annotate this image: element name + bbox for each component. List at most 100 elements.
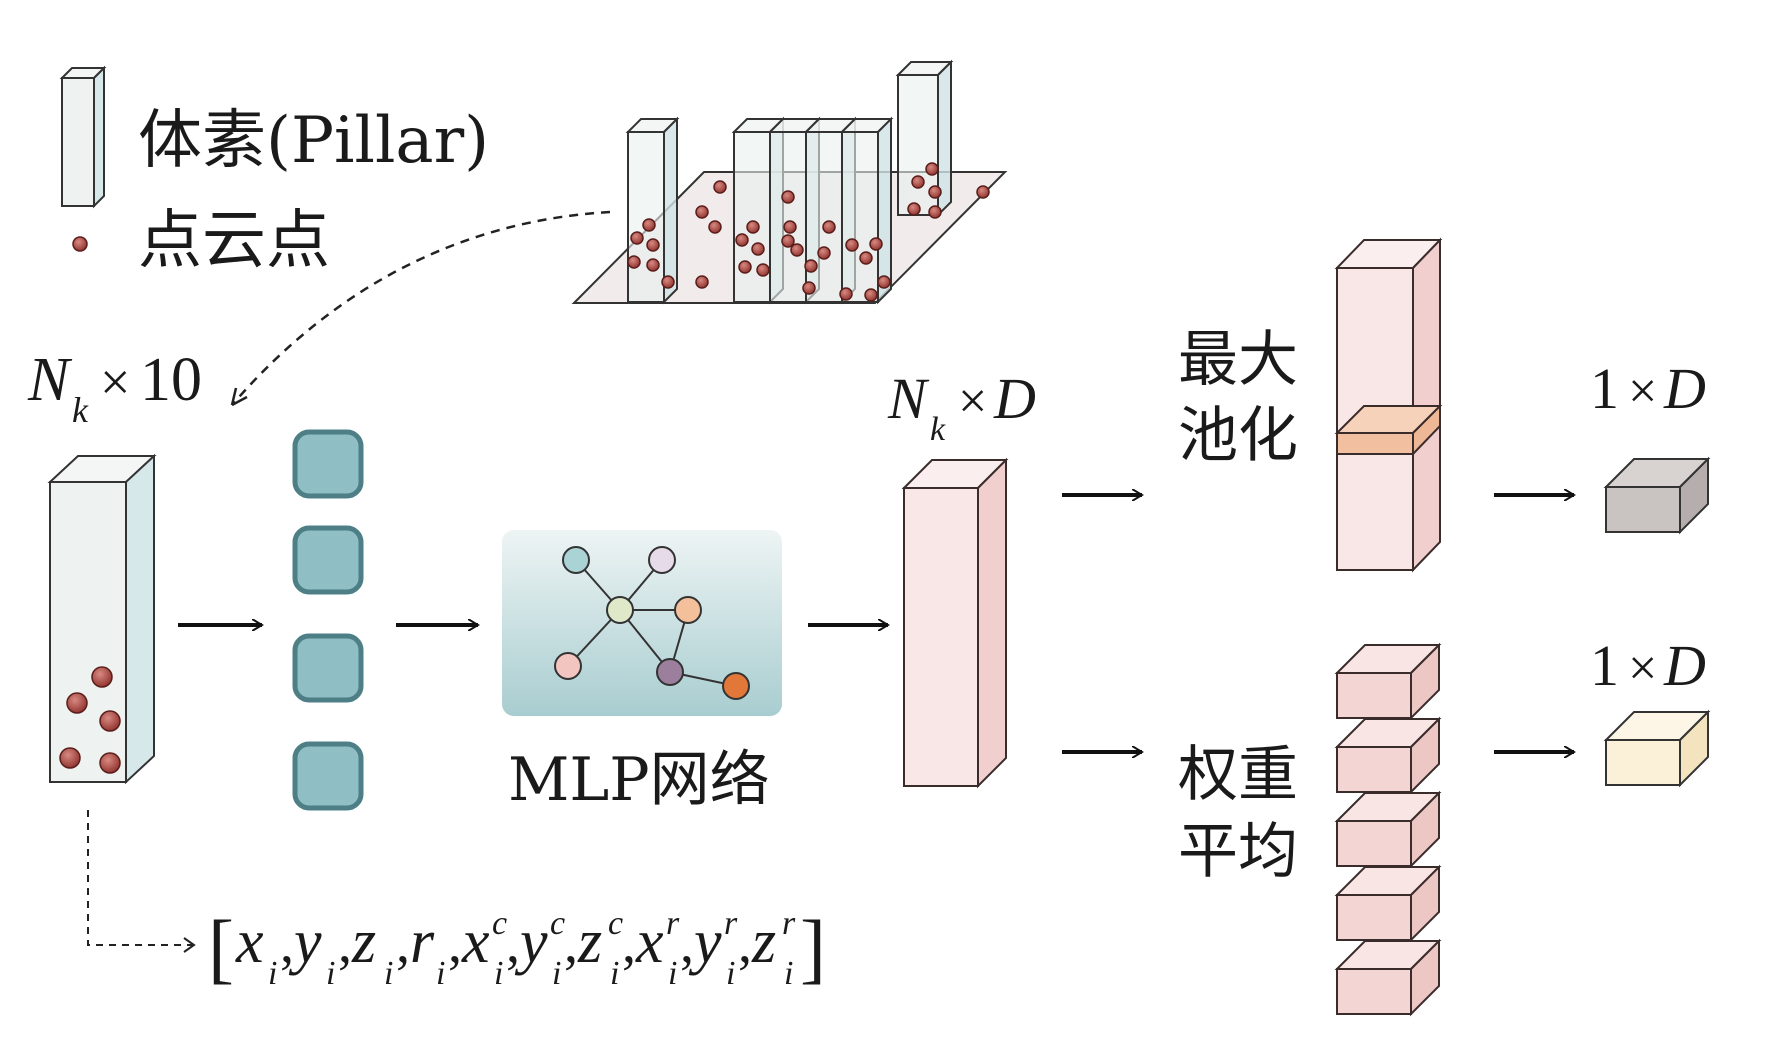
input-dim-times: × [100,352,130,412]
mlp-node-icon [722,672,750,700]
point-cloud-point [627,255,641,269]
point-cloud-point [695,205,709,219]
point-cloud-point [911,175,925,189]
vector-term-sup: c [492,905,507,942]
point-cloud-point [735,233,749,247]
scene-pillar [895,59,954,218]
weighted-avg-label-line1: 权重 [1178,740,1298,810]
point-cloud-point [630,231,644,245]
features-dim-sub: k [930,411,946,448]
point-feature-squares [292,429,364,811]
point-cloud-point [708,220,722,234]
vector-term-sub: i [436,955,445,992]
max-pool-label-line2: 池化 [1178,401,1298,471]
vector-term-sup: r [724,905,738,942]
point-cloud-point [642,218,656,232]
vector-comma: , [396,913,410,975]
vector-term-sup: r [782,905,796,942]
max-pool-out-one: 1 [1590,356,1619,421]
pillar-legend-icon [59,65,107,209]
vector-term-base: y [288,908,322,976]
point-cloud-point [790,243,804,257]
point-cloud-point [877,275,891,289]
feature-square [292,429,364,499]
point-cloud-point [738,260,752,274]
point-cloud-point [646,238,660,252]
input-dim-value: 10 [140,346,202,414]
vector-term-sup: c [608,905,623,942]
scene-to-input-dashed-arrow [231,210,611,406]
vector-term-base: r [410,908,435,976]
feature-square [292,525,364,595]
max-pool-label-line1: 最大 [1178,325,1298,395]
max-pool-pillar [1334,237,1443,573]
weighted-cube [1334,716,1442,795]
weighted-cube [1334,864,1442,943]
input-dim-symbol: N [27,346,73,414]
point-cloud-point [646,258,660,272]
point-cloud-point [804,259,818,273]
vector-term-base: y [514,908,548,976]
weighted-cube [1334,642,1442,721]
vector-term-base: z [577,908,602,976]
max-pool-output-cube [1603,456,1711,535]
vector-term-sub: i [552,955,561,992]
mlp-node-icon [648,546,676,574]
vector-term-sup: c [550,905,565,942]
vector-term-sub: i [384,955,393,992]
point-cloud-point [928,205,942,219]
weighted-avg-out-d: D [1663,633,1706,698]
point-cloud-point [713,180,727,194]
dashed-arrow-head-icon [230,387,248,407]
feature-pillar [901,457,1009,789]
scene-pillars [625,59,954,305]
point-cloud-point [925,162,939,176]
vector-term-sub: i [784,955,793,992]
weighted-cube [1334,938,1442,1017]
pillar-legend-label: 体素(Pillar) [138,104,489,178]
vector-term-sub: i [494,955,503,992]
weighted-avg-output-cube [1603,709,1711,788]
point-cloud-point [928,185,942,199]
vector-term-sub: i [726,955,735,992]
point-legend-label: 点云点 [138,204,330,278]
pillar-point [99,752,121,774]
point-cloud-point [661,275,675,289]
vector-term-base: y [688,908,722,976]
point-cloud-point [695,275,709,289]
max-pool-out-times: × [1628,363,1657,420]
point-cloud-point [746,220,760,234]
pillar-to-vector-dashed-arrow [87,810,192,946]
max-pool-out-d: D [1663,356,1706,421]
pillar-point [99,710,121,732]
weighted-avg-out-times: × [1628,640,1657,697]
point-legend-icon [72,236,88,252]
pillar-point [66,692,88,714]
vector-term-base: x [235,908,264,976]
mlp-network-icon [502,530,782,716]
point-cloud-point [802,281,816,295]
mlp-node-icon [606,596,634,624]
legend: 体素(Pillar) 点云点 [59,65,489,278]
vector-term-base: z [751,908,776,976]
weighted-avg-cubes [1334,642,1442,1017]
vector-term-sub: i [610,955,619,992]
pillar-point [59,747,81,769]
input-pillar [47,453,157,785]
pillar-point [91,666,113,688]
features-dim-times: × [958,373,987,430]
feature-square [292,741,364,811]
vector-comma: , [680,913,694,975]
point-cloud-point [783,220,797,234]
point-cloud-point [781,234,795,248]
point-cloud-point [839,287,853,301]
point-cloud-point [817,246,831,260]
vector-comma: , [564,913,578,975]
input-pillar-points [59,666,121,774]
scene-points [627,162,990,302]
point-cloud-point [822,220,836,234]
vector-comma: , [280,913,294,975]
mlp-node-icon [656,658,684,686]
